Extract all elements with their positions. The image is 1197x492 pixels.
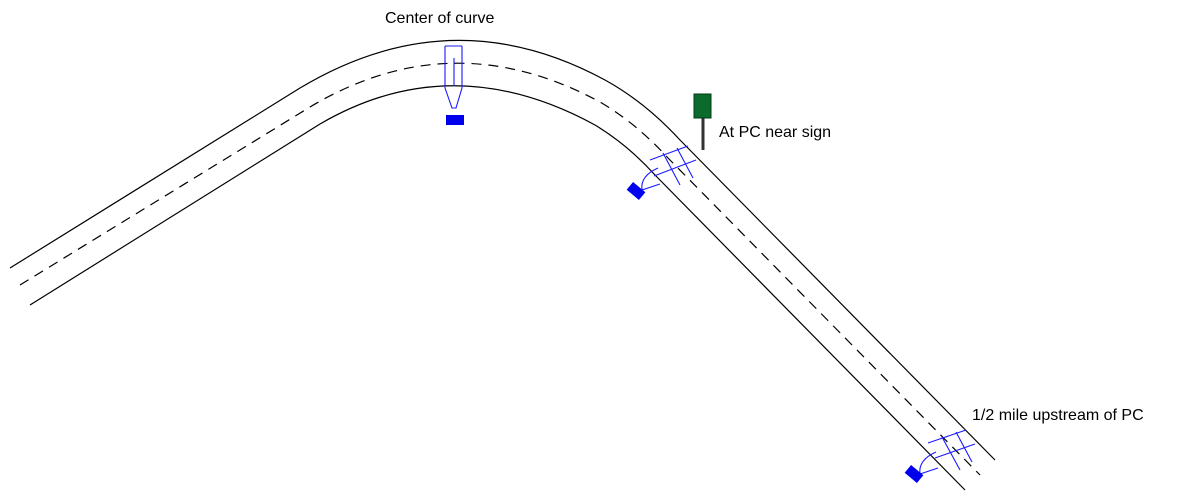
road-inner-edge [29, 85, 966, 491]
label-center-of-curve: Center of curve [385, 10, 494, 27]
sensor-box-upstream [904, 465, 924, 483]
sensor-box-center [446, 115, 464, 125]
label-half-mile-upstream: 1/2 mile upstream of PC [972, 407, 1144, 424]
detector-half-mile-upstream [904, 429, 976, 483]
road-outer-edge [9, 39, 996, 461]
label-at-pc-near-sign: At PC near sign [719, 124, 831, 141]
detector-at-pc [626, 145, 697, 200]
sensor-box-pc [626, 182, 646, 200]
road-centerline [19, 62, 981, 476]
detector-center-of-curve [444, 45, 464, 125]
sign-icon [693, 93, 712, 150]
